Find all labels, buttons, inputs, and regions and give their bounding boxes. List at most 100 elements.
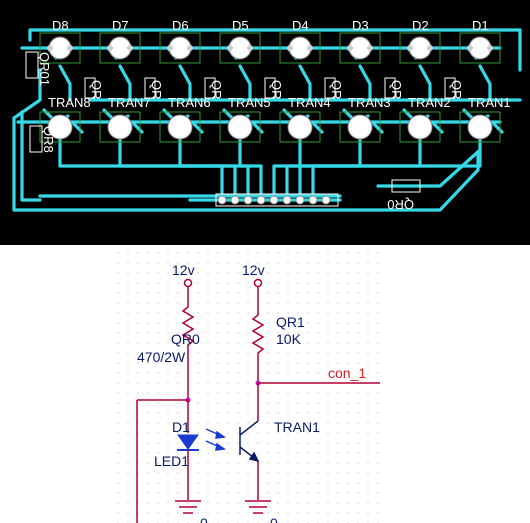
- grid-dot: [157, 342, 159, 344]
- grid-dot: [297, 252, 299, 254]
- grid-dot: [137, 282, 139, 284]
- grid-dot: [147, 392, 149, 394]
- grid-dot: [117, 402, 119, 404]
- grid-dot: [277, 492, 279, 494]
- grid-dot: [167, 432, 169, 434]
- grid-dot: [337, 462, 339, 464]
- grid-dot: [287, 252, 289, 254]
- grid-dot: [187, 262, 189, 264]
- grid-dot: [307, 512, 309, 514]
- grid-dot: [197, 502, 199, 504]
- grid-dot: [147, 292, 149, 294]
- grid-dot: [207, 452, 209, 454]
- grid-dot: [127, 442, 129, 444]
- grid-dot: [127, 452, 129, 454]
- pcb-trace: [376, 148, 482, 188]
- grid-dot: [277, 282, 279, 284]
- resistor-body: [384, 77, 396, 99]
- grid-dot: [347, 432, 349, 434]
- grid-dot: [197, 402, 199, 404]
- grid-dot: [237, 512, 239, 514]
- grid-dot: [147, 372, 149, 374]
- grid-dot: [287, 292, 289, 294]
- grid-dot: [327, 512, 329, 514]
- grid-dot: [117, 482, 119, 484]
- supply-left-label: 12v: [172, 262, 195, 278]
- grid-dot: [327, 432, 329, 434]
- grid-dot: [147, 332, 149, 334]
- grid-dot: [287, 352, 289, 354]
- led-label: D4: [292, 18, 309, 33]
- grid-dot: [157, 362, 159, 364]
- pcb-trace: [312, 122, 324, 134]
- grid-dot: [137, 252, 139, 254]
- grid-dot: [267, 502, 269, 504]
- grid-dot: [297, 342, 299, 344]
- pcb-trace: [238, 138, 263, 198]
- schematic-canvas: 12v 12v QR0 470/2W QR1 10K con_1 D1 LED1…: [117, 252, 380, 523]
- ground-left-symbol: [175, 500, 201, 514]
- grid-dot: [327, 322, 329, 324]
- grid-dot: [227, 382, 229, 384]
- grid-dot: [217, 292, 219, 294]
- pcb-trace: [72, 122, 84, 134]
- grid-dot: [177, 442, 179, 444]
- grid-dot: [237, 492, 239, 494]
- ground-left-label: 0: [200, 515, 208, 523]
- grid-dot: [157, 312, 159, 314]
- grid-dot: [357, 402, 359, 404]
- grid-dot: [207, 472, 209, 474]
- grid-dot: [367, 402, 369, 404]
- grid-dot: [357, 452, 359, 454]
- grid-dot: [237, 252, 239, 254]
- grid-dot: [267, 392, 269, 394]
- grid-dot: [237, 442, 239, 444]
- grid-dot: [297, 362, 299, 364]
- grid-dot: [287, 402, 289, 404]
- grid-dot: [207, 322, 209, 324]
- grid-dot: [237, 482, 239, 484]
- grid-dot: [147, 412, 149, 414]
- tran-pad: [167, 114, 193, 140]
- pcb-trace: [178, 64, 192, 102]
- grid-dot: [167, 492, 169, 494]
- grid-dot: [267, 252, 269, 254]
- grid-dot: [267, 262, 269, 264]
- grid-dot: [307, 292, 309, 294]
- grid-dot: [377, 312, 379, 314]
- grid-dot: [347, 272, 349, 274]
- grid-dot: [347, 482, 349, 484]
- grid-dot: [257, 422, 259, 424]
- grid-dot: [297, 442, 299, 444]
- grid-dot: [317, 402, 319, 404]
- grid-dot: [297, 352, 299, 354]
- grid-dot: [277, 432, 279, 434]
- grid-dot: [197, 462, 199, 464]
- led-pin: [227, 45, 233, 51]
- grid-dot: [227, 282, 229, 284]
- ground-right-label: 0: [270, 515, 278, 523]
- grid-dot: [147, 352, 149, 354]
- pcb-trace: [20, 110, 42, 202]
- grid-dot: [287, 272, 289, 274]
- grid-dot: [127, 262, 129, 264]
- resistor-body: [144, 77, 156, 99]
- grid-dot: [167, 422, 169, 424]
- led-pin: [427, 45, 433, 51]
- led-pin: [67, 45, 73, 51]
- grid-dot: [147, 262, 149, 264]
- grid-dot: [207, 342, 209, 344]
- grid-dot: [117, 412, 119, 414]
- pcb-trace: [118, 138, 237, 198]
- led-pin: [107, 45, 113, 51]
- grid-dot: [317, 372, 319, 374]
- grid-dot: [337, 342, 339, 344]
- grid-dot: [187, 342, 189, 344]
- grid-dot: [327, 462, 329, 464]
- ground-right-symbol: [245, 500, 271, 514]
- grid-dot: [207, 502, 209, 504]
- tran-outline: [39, 111, 81, 143]
- grid-dot: [127, 342, 129, 344]
- grid-dot: [357, 272, 359, 274]
- grid-dot: [197, 452, 199, 454]
